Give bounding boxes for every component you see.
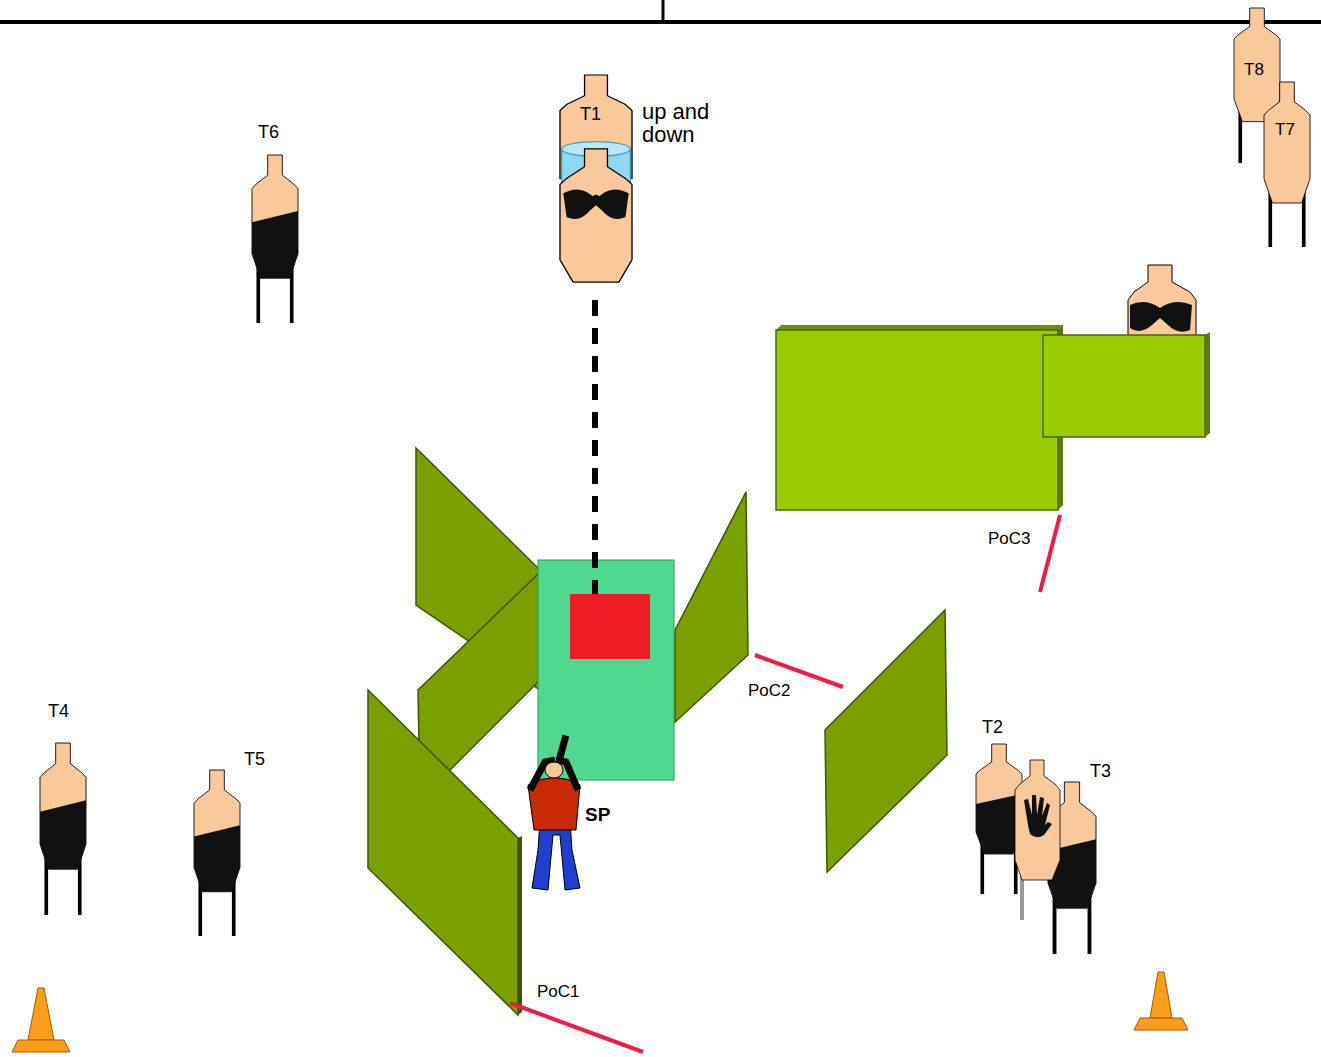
target: T1 xyxy=(556,72,636,287)
wall-edge xyxy=(518,836,522,1015)
hidden-target xyxy=(1128,265,1196,340)
range-border xyxy=(0,20,1321,24)
target-label: T4 xyxy=(48,702,69,720)
poc-label: PoC3 xyxy=(988,530,1031,548)
target-silhouette xyxy=(1264,82,1310,247)
range-border xyxy=(662,0,665,22)
target-silhouette xyxy=(40,743,86,915)
target-silhouette xyxy=(1048,782,1096,954)
poc-label: PoC2 xyxy=(748,682,791,700)
target: T2 xyxy=(972,716,1032,896)
target: T5 xyxy=(190,748,280,938)
target-silhouette xyxy=(252,155,298,323)
note-label: up and down xyxy=(642,100,732,146)
target: T3 xyxy=(1040,760,1120,955)
shooter-figure xyxy=(528,735,580,890)
target: T6 xyxy=(245,120,315,325)
target-label: T5 xyxy=(244,750,265,768)
wall xyxy=(368,448,947,1015)
target-label: T2 xyxy=(982,718,1003,736)
shooting-area xyxy=(538,560,674,780)
barricade xyxy=(776,325,1210,510)
target: T4 xyxy=(36,700,96,920)
target: T7 xyxy=(1260,78,1315,248)
traffic-cone xyxy=(12,972,1188,1052)
activation-cable xyxy=(592,300,598,594)
target-label: T1 xyxy=(580,105,601,123)
poc-line xyxy=(510,515,1060,1052)
target-label: T6 xyxy=(258,123,279,141)
target-silhouette xyxy=(976,744,1022,894)
target-label: T7 xyxy=(1275,121,1295,138)
poc-label: PoC1 xyxy=(537,983,580,1001)
target-label: T8 xyxy=(1244,61,1264,78)
activator-pad xyxy=(570,594,650,659)
target-label: T3 xyxy=(1090,762,1111,780)
start-position-label: SP xyxy=(585,805,610,825)
target-silhouette xyxy=(194,770,240,936)
